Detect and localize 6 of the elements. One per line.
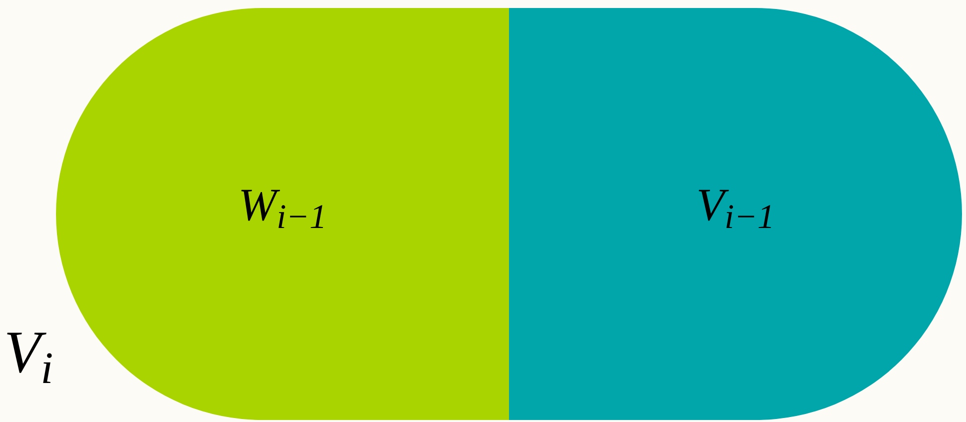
math-label: V$_{i−1}$	[696, 178, 775, 238]
math-label: W$_{i−1}$	[238, 178, 327, 238]
half-region	[509, 8, 962, 420]
stadium-shape	[56, 8, 962, 420]
half-region	[56, 8, 509, 420]
math-label: V$_{i}$	[4, 322, 54, 382]
